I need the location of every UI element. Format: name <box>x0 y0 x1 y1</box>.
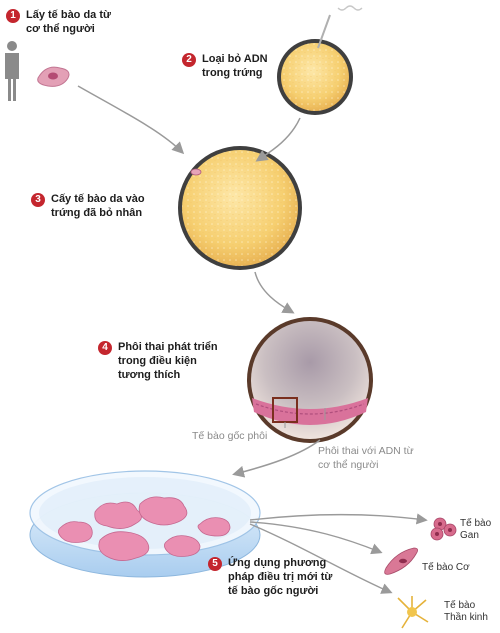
petri-dish <box>29 470 261 578</box>
step-5-badge: 5 <box>208 557 222 571</box>
step-1-badge: 1 <box>6 9 20 23</box>
embryo-blastocyst <box>247 317 373 443</box>
step-5-label: Ứng dụng phương pháp điều trị mới từ tế … <box>228 557 333 597</box>
step-1-label: Lấy tế bào da từ cơ thể người <box>26 9 111 35</box>
step-4: 4 Phôi thai phát triển trong điều kiện t… <box>98 340 218 382</box>
egg-inject-skin <box>178 146 302 270</box>
step-2-label: Loại bỏ ADN trong trứng <box>202 53 268 79</box>
step-3: 3 Cấy tế bào da vào trứng đã bỏ nhân <box>31 192 145 220</box>
step-4-badge: 4 <box>98 341 112 355</box>
liver-cells-icon <box>430 517 457 541</box>
skin-cell-icon <box>37 66 70 87</box>
step-1: 1 Lấy tế bào da từ cơ thể người <box>6 8 111 36</box>
embryo-dna-annotation: Phôi thai với ADN từ cơ thể người <box>318 445 414 471</box>
nerve-cell-body <box>407 607 417 617</box>
muscle-cell-label: Tế bào Cơ <box>422 562 470 573</box>
step-4-label: Phôi thai phát triển trong điều kiện tươ… <box>118 341 218 381</box>
step-3-badge: 3 <box>31 193 45 207</box>
stem-cell-annotation: Tế bào gốc phôi <box>192 430 268 442</box>
human-icon <box>5 41 19 101</box>
step-2-badge: 2 <box>182 53 196 67</box>
egg-remove-dna <box>277 5 363 115</box>
step-5: 5 Ứng dụng phương pháp điều trị mới từ t… <box>208 556 332 598</box>
step-2: 2 Loại bỏ ADN trong trứng <box>182 52 268 80</box>
nerve-cell-label: Tế bào Thần kinh <box>444 600 488 623</box>
step-3-label: Cấy tế bào da vào trứng đã bỏ nhân <box>51 193 145 219</box>
liver-cell-label: Tế bào Gan <box>460 518 492 541</box>
muscle-cell-icon <box>384 547 418 575</box>
